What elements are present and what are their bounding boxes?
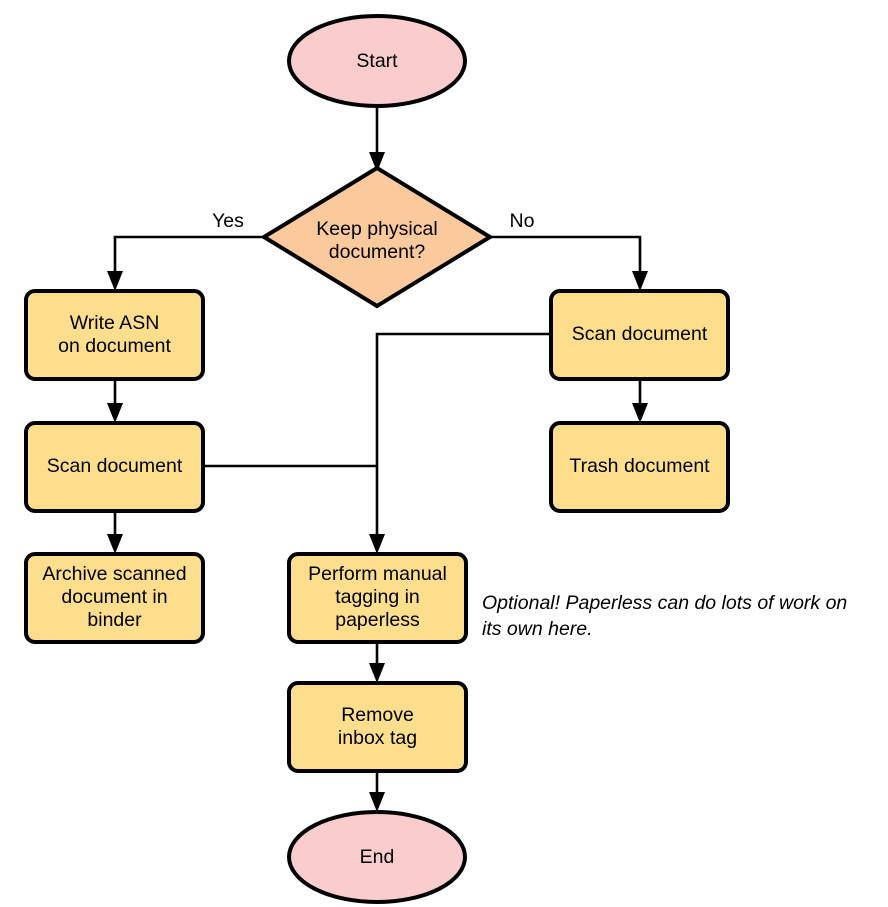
write-asn-label-line1: Write ASN <box>70 312 160 334</box>
decision-label-line2: document? <box>329 241 426 263</box>
archive-label-line3: binder <box>87 609 142 631</box>
connector-write-asn-to-scan-left <box>107 379 123 423</box>
connector-scan-right-to-trash <box>632 379 648 423</box>
start-label: Start <box>356 50 398 72</box>
node-scan-document-right[interactable]: Scan document <box>549 289 730 381</box>
manual-tagging-box[interactable] <box>287 552 468 644</box>
scan-document-left-label: Scan document <box>47 455 183 477</box>
write-asn-box[interactable] <box>24 289 205 381</box>
connector-manual-tagging-to-remove-inbox <box>369 642 385 683</box>
trash-document-box[interactable] <box>549 421 730 513</box>
decision-diamond[interactable] <box>260 165 494 309</box>
annotation-note: Optional! Paperless can do lots of work … <box>482 592 847 640</box>
write-asn-label-line2: on document <box>58 335 171 357</box>
node-decision[interactable]: Keep physical document? <box>260 165 494 309</box>
node-end[interactable]: End <box>287 810 467 904</box>
end-label: End <box>360 846 395 868</box>
manual-tagging-label-line2: tagging in <box>335 586 420 608</box>
connector-decision-to-scan-right <box>490 235 648 291</box>
note-line2: its own here. <box>482 618 593 640</box>
scan-document-right-box[interactable] <box>549 289 730 381</box>
remove-inbox-label-line1: Remove <box>341 704 414 726</box>
decision-label-line1: Keep physical <box>316 218 437 240</box>
connector-layer <box>107 106 648 812</box>
connector-remove-inbox-to-end <box>369 771 385 812</box>
node-trash-document[interactable]: Trash document <box>549 421 730 513</box>
node-archive-scanned-document[interactable]: Archive scanned document in binder <box>24 552 205 644</box>
node-start[interactable]: Start <box>287 14 467 108</box>
node-perform-manual-tagging[interactable]: Perform manual tagging in paperless <box>287 552 468 644</box>
remove-inbox-tag-box[interactable] <box>287 681 468 773</box>
connector-scan-right-to-manual-tagging <box>369 332 551 554</box>
node-write-asn[interactable]: Write ASN on document <box>24 289 205 381</box>
scan-document-left-box[interactable] <box>24 421 205 513</box>
trash-document-label: Trash document <box>569 455 710 477</box>
end-ellipse[interactable] <box>287 810 467 904</box>
manual-tagging-label-line3: paperless <box>335 609 420 631</box>
edge-label-no: No <box>510 210 535 232</box>
edge-label-yes: Yes <box>212 210 244 232</box>
remove-inbox-label-line2: inbox tag <box>338 727 417 749</box>
node-scan-document-left[interactable]: Scan document <box>24 421 205 513</box>
manual-tagging-label-line1: Perform manual <box>308 563 447 585</box>
archive-label-line1: Archive scanned <box>42 563 186 585</box>
connector-scan-left-to-archive <box>107 511 123 554</box>
archive-box[interactable] <box>24 552 205 644</box>
note-line1: Optional! Paperless can do lots of work … <box>482 592 847 614</box>
scan-document-right-label: Scan document <box>572 323 708 345</box>
archive-label-line2: document in <box>61 586 167 608</box>
node-remove-inbox-tag[interactable]: Remove inbox tag <box>287 681 468 773</box>
connector-decision-to-write-asn <box>107 235 264 291</box>
connector-start-to-decision <box>369 106 385 172</box>
start-ellipse[interactable] <box>287 14 467 108</box>
